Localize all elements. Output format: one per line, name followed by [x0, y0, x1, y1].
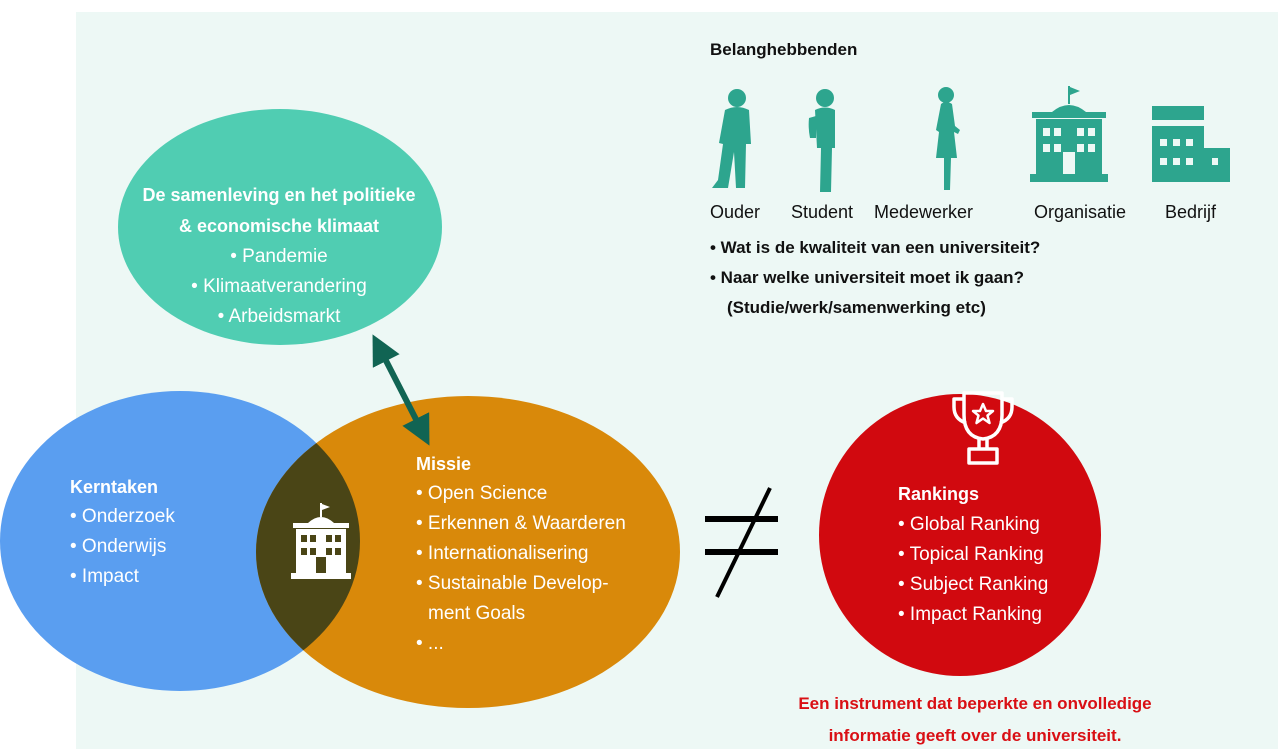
- rankings-item: • Subject Ranking: [898, 574, 1049, 595]
- missie-item: • Open Science: [416, 483, 548, 504]
- kerntaken-item: • Onderwijs: [70, 536, 167, 557]
- society-item: • Klimaatverandering: [191, 276, 367, 297]
- stakeholder-label-ouder: Ouder: [710, 202, 761, 222]
- rankings-block: Rankings • Global Ranking • Topical Rank…: [898, 479, 1098, 630]
- missie-ellipse: [256, 396, 680, 708]
- stakeholder-label-bedrijf: Bedrijf: [1165, 202, 1217, 222]
- society-item: • Arbeidsmarkt: [217, 306, 341, 327]
- society-block: De samenleving en het politieke & econom…: [120, 180, 438, 332]
- rankings-circle: [819, 394, 1101, 676]
- stakeholder-question-1: • Wat is de kwaliteit van een universite…: [710, 238, 1041, 257]
- kerntaken-item: • Onderzoek: [70, 506, 175, 527]
- society-title-line1: De samenleving en het politieke: [142, 185, 416, 205]
- rankings-item: • Impact Ranking: [898, 604, 1042, 625]
- society-title-line2: & economische klimaat: [178, 216, 380, 236]
- kerntaken-ellipse: [0, 391, 360, 691]
- missie-item: • Internationalisering: [416, 543, 589, 564]
- missie-item: ment Goals: [428, 603, 526, 624]
- kerntaken-block: Kerntaken • Onderzoek • Onderwijs • Impa…: [70, 472, 250, 592]
- stakeholder-question-2: • Naar welke universiteit moet ik gaan?: [710, 268, 1024, 287]
- employee-icon: [936, 87, 960, 190]
- rankings-title: Rankings: [898, 484, 980, 504]
- missie-block: Missie • Open Science • Erkennen & Waard…: [416, 449, 676, 659]
- kerntaken-item: • Impact: [70, 566, 139, 587]
- missie-item: • Sustainable Develop-: [416, 573, 609, 594]
- organization-icon: [1030, 86, 1108, 182]
- rankings-item: • Topical Ranking: [898, 544, 1044, 565]
- company-icon: [1152, 106, 1230, 182]
- stakeholder-question-3: (Studie/werk/samenwerking etc): [727, 298, 986, 317]
- missie-title: Missie: [416, 454, 472, 474]
- rankings-item: • Global Ranking: [898, 514, 1040, 535]
- missie-item: • ...: [416, 633, 444, 654]
- student-icon: [808, 89, 835, 192]
- conclusion-line1: Een instrument dat beperkte en onvolledi…: [798, 694, 1152, 713]
- society-ellipse: [118, 109, 442, 345]
- trophy-icon: [952, 391, 1014, 465]
- conclusion-line2: informatie geeft over de universiteit.: [828, 726, 1122, 745]
- university-icon: [291, 503, 351, 579]
- stakeholder-label-student: Student: [791, 202, 854, 222]
- kerntaken-title: Kerntaken: [70, 477, 159, 497]
- stakeholder-label-organisatie: Organisatie: [1034, 202, 1127, 222]
- society-item: • Pandemie: [230, 246, 328, 267]
- stakeholder-label-medewerker: Medewerker: [874, 202, 974, 222]
- society-missie-arrow: [372, 334, 430, 446]
- conclusion-text: Een instrument dat beperkte en onvolledi…: [735, 688, 1215, 752]
- not-equal-sign: [705, 487, 778, 598]
- stakeholders-title: Belanghebbenden: [710, 40, 858, 59]
- missie-item: • Erkennen & Waarderen: [416, 513, 626, 534]
- parent-icon: [712, 89, 751, 188]
